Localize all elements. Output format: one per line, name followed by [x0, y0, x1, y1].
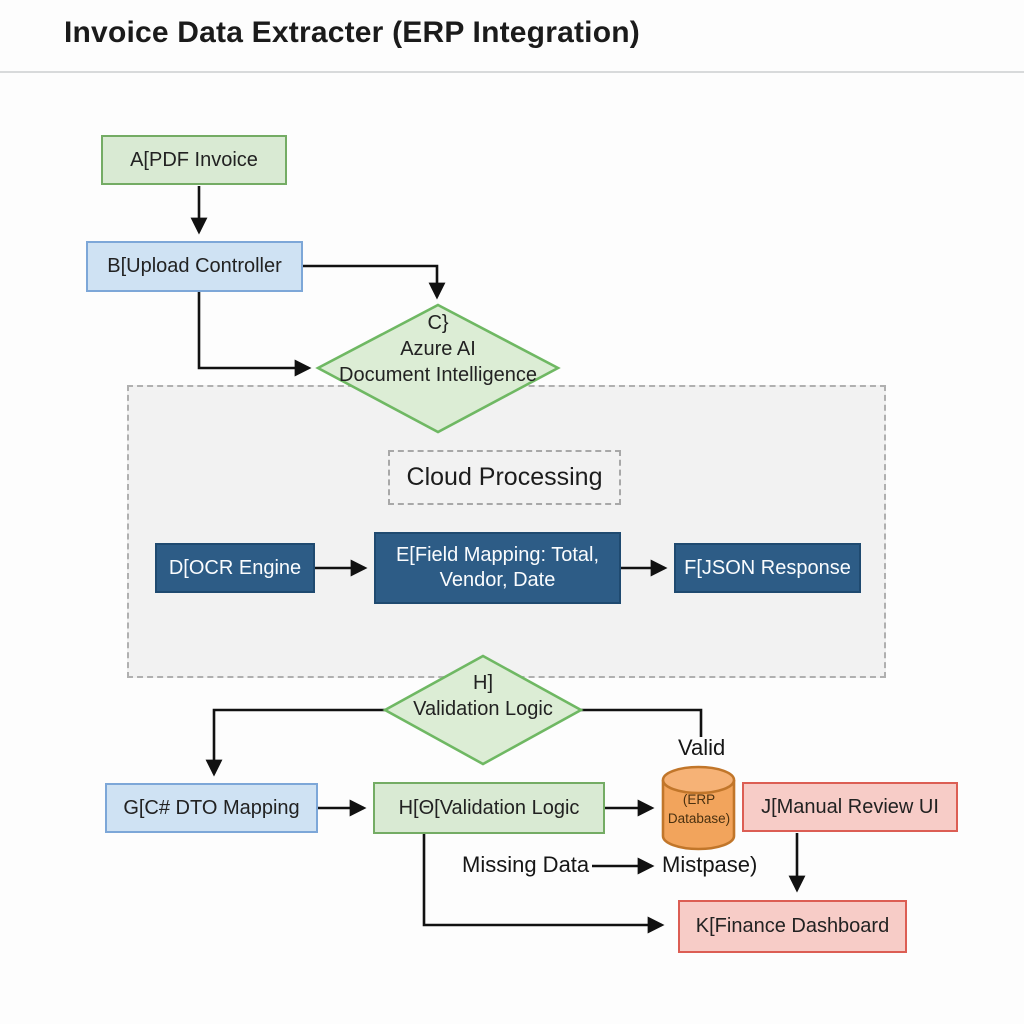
node-manual-review-ui-label: J[Manual Review UI — [761, 795, 939, 818]
node-azure-ai-text: C} Azure AI Document Intelligence — [318, 310, 558, 388]
edge-label-mistpase: Mistpase) — [662, 852, 758, 877]
node-validation-logic: H[Θ[Validation Logic — [373, 782, 605, 834]
node-field-mapping: E[Field Mapping: Total, Vendor, Date — [374, 532, 621, 604]
diamond-validation-logic — [382, 654, 584, 766]
edge-label-missing-data: Missing Data — [462, 852, 590, 877]
edge-h-to-k — [422, 834, 665, 934]
azure-ai-line3: Document Intelligence — [339, 364, 537, 386]
node-finance-dashboard: K[Finance Dashboard — [678, 900, 907, 953]
validation-diamond-line1: H] — [473, 672, 493, 694]
erp-database-line2: Database) — [667, 811, 731, 826]
validation-diamond-line2: Validation Logic — [413, 698, 553, 720]
node-json-response-label: F[JSON Response — [684, 556, 851, 579]
node-upload-controller-label: B[Upload Controller — [107, 255, 282, 277]
node-dto-mapping: G[C# DTO Mapping — [105, 783, 318, 833]
node-dto-mapping-label: G[C# DTO Mapping — [123, 796, 300, 819]
node-ocr-engine-label: D[OCR Engine — [168, 556, 302, 579]
erp-database-cylinder — [661, 765, 736, 851]
edge-b-to-c-left — [197, 292, 312, 377]
node-validation-logic-label: H[Θ[Validation Logic — [398, 796, 580, 819]
node-pdf-invoice: A[PDF Invoice — [101, 135, 287, 185]
diamond-azure-ai — [315, 303, 561, 434]
node-manual-review-ui: J[Manual Review UI — [742, 782, 958, 832]
edge-hdiamond-to-valid — [581, 708, 703, 737]
cloud-processing-label: Cloud Processing — [388, 450, 621, 505]
diagram-title: Invoice Data Extracter (ERP Integration) — [64, 16, 640, 49]
edge-hdiamond-to-g — [205, 708, 385, 777]
edge-label-valid: Valid — [678, 735, 726, 760]
node-json-response: F[JSON Response — [674, 543, 861, 593]
cloud-processing-container — [127, 385, 886, 678]
field-mapping-line2: Vendor, Date — [439, 569, 556, 591]
erp-database-line1: (ERP — [682, 792, 716, 807]
node-upload-controller: B[Upload Controller — [86, 241, 303, 292]
edge-b-to-c-top — [303, 264, 446, 300]
node-finance-dashboard-label: K[Finance Dashboard — [695, 915, 890, 937]
azure-ai-line2: Azure AI — [400, 338, 476, 360]
azure-ai-line1: C} — [427, 312, 449, 334]
field-mapping-line1: E[Field Mapping: Total, — [395, 544, 600, 566]
title-divider — [0, 71, 1024, 73]
node-ocr-engine: D[OCR Engine — [155, 543, 315, 593]
node-pdf-invoice-label: A[PDF Invoice — [130, 148, 258, 171]
node-validation-diamond-text: H] Validation Logic — [383, 670, 583, 722]
erp-database-label: (ERP Database) — [663, 790, 735, 828]
